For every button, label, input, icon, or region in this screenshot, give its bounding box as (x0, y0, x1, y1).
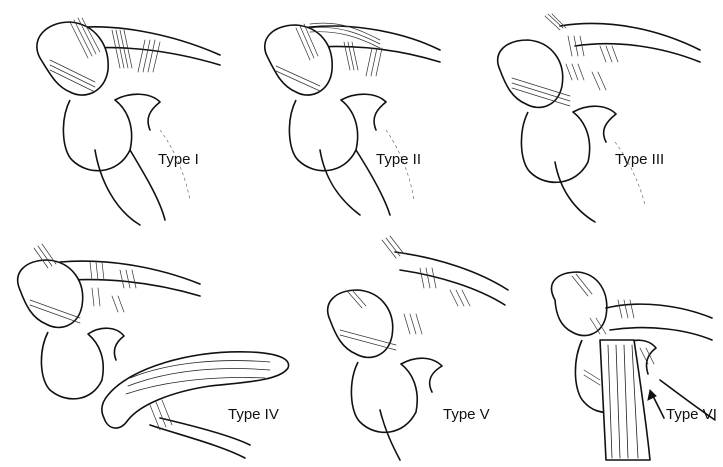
panel-type-1: Type I (37, 18, 220, 225)
type-3-label: Type III (615, 151, 664, 168)
type-6-label: Type VI (666, 406, 717, 423)
panel-type-2: Type II (265, 23, 440, 215)
panel-type-3: Type III (498, 14, 700, 222)
type-5-label: Type V (443, 406, 490, 423)
arrow-icon (648, 390, 664, 418)
type-2-label: Type II (376, 151, 421, 168)
shoulder-illustration (328, 236, 508, 460)
shoulder-illustration (552, 272, 715, 460)
panel-type-6: Type VI (552, 272, 717, 460)
panel-type-4: Type IV (18, 244, 289, 458)
type-4-label: Type IV (228, 406, 279, 423)
shoulder-illustration (265, 23, 440, 215)
type-1-label: Type I (158, 151, 199, 168)
shoulder-illustration (498, 14, 700, 222)
shoulder-illustration (37, 18, 220, 225)
panel-type-5: Type V (328, 236, 508, 460)
shoulder-illustration (18, 244, 289, 458)
